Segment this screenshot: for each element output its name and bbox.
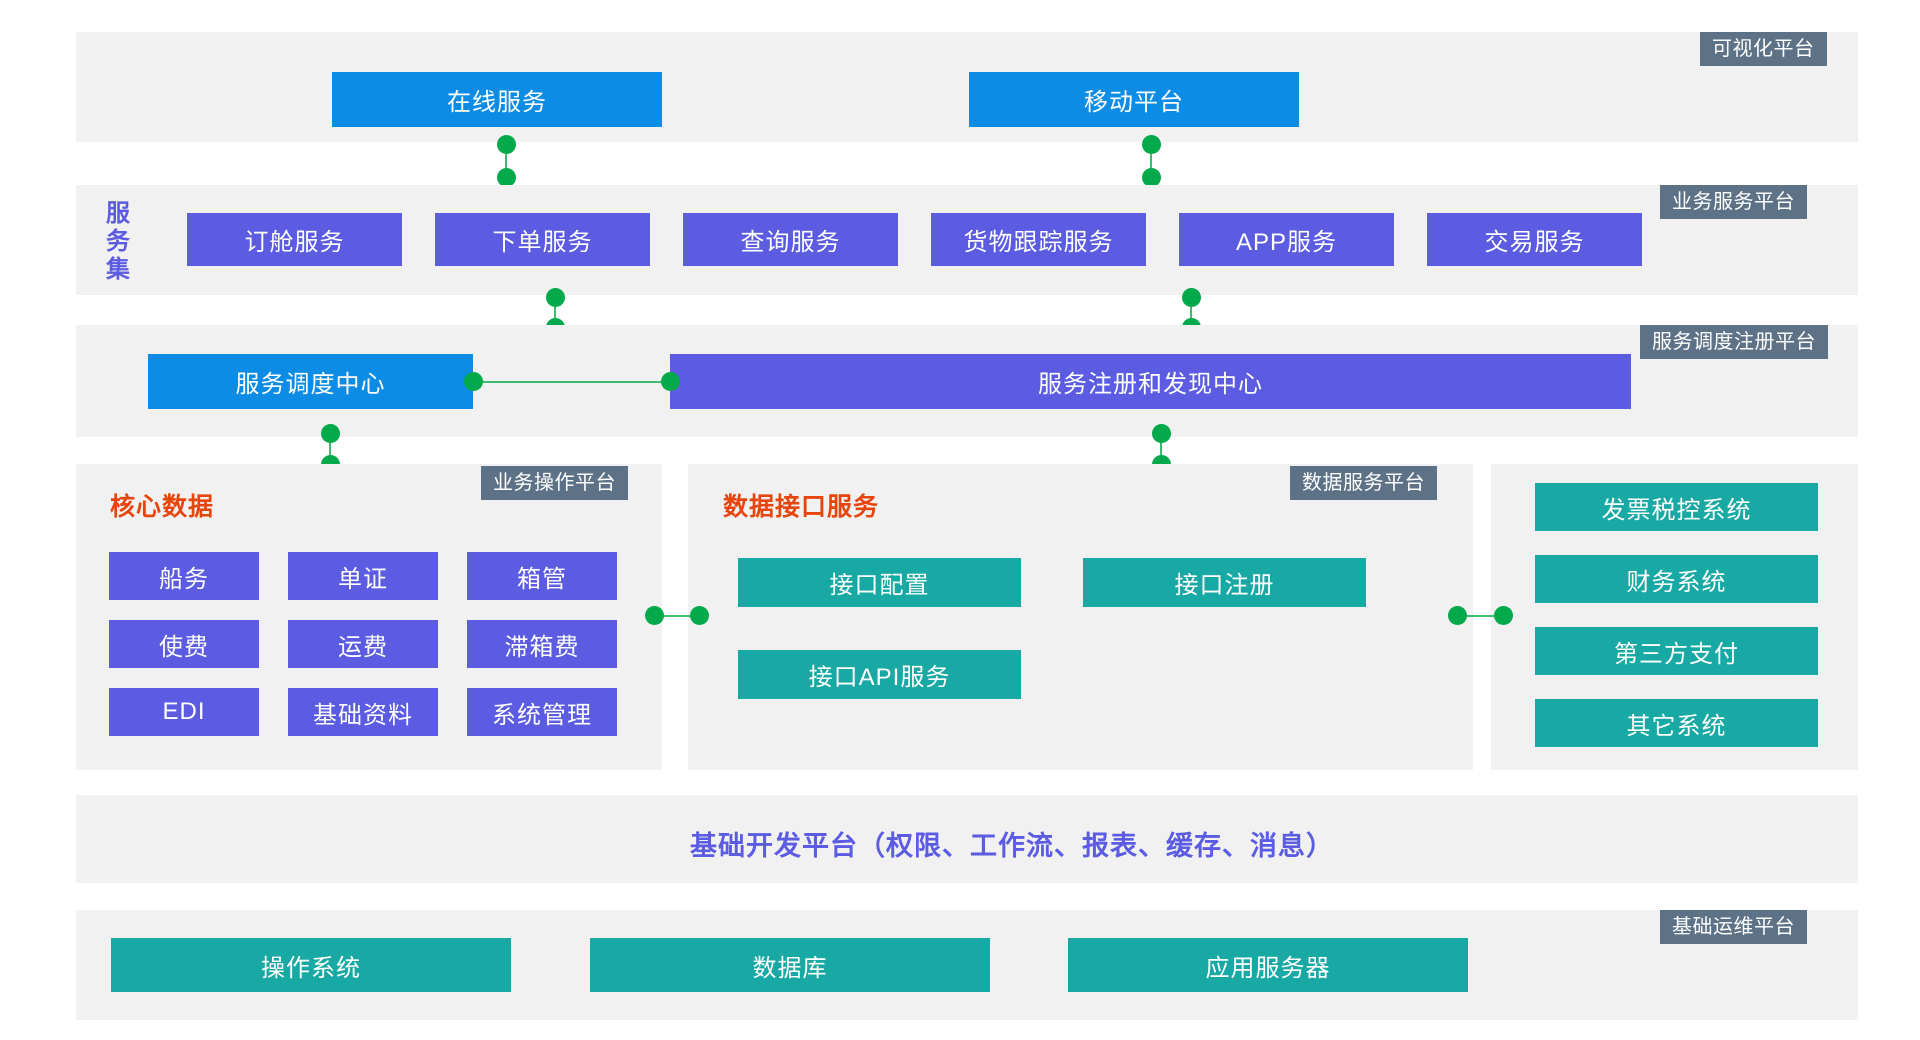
connector-line-data-to-external	[1457, 615, 1502, 617]
service-registry-platform-tag: 服务调度注册平台	[1640, 325, 1828, 359]
connector-dot-dispatch-down-top	[321, 424, 340, 443]
connector-line-dispatch-down	[329, 435, 331, 470]
database-box[interactable]: 数据库	[590, 938, 990, 992]
service-registry-discovery-center-box[interactable]: 服务注册和发现中心	[670, 354, 1631, 409]
connector-dot-registry-left	[661, 372, 680, 391]
visualization-platform-tag: 可视化平台	[1700, 32, 1827, 66]
data-service-panel	[688, 464, 1473, 770]
connector-line-app-service	[1190, 293, 1192, 333]
service-dispatch-center-box[interactable]: 服务调度中心	[148, 354, 473, 409]
data-interface-service-heading: 数据接口服务	[723, 493, 880, 521]
connector-dot-mobile-platform-bottom	[1142, 168, 1161, 187]
connector-dot-data-left	[690, 606, 709, 625]
connector-dot-dispatch-right	[464, 372, 483, 391]
dev-platform-label: 基础开发平台（权限、工作流、报表、缓存、消息）	[690, 831, 1334, 861]
connector-dot-data-right	[1448, 606, 1467, 625]
interface-registration-box[interactable]: 接口注册	[1083, 558, 1366, 607]
connector-line-registry-down	[1160, 435, 1162, 470]
application-server-box[interactable]: 应用服务器	[1068, 938, 1468, 992]
trade-service-box[interactable]: 交易服务	[1427, 213, 1642, 266]
connector-dot-external-left	[1494, 606, 1513, 625]
booking-service-box[interactable]: 订舱服务	[187, 213, 402, 266]
system-management-box[interactable]: 系统管理	[467, 688, 617, 736]
connector-line-dispatch-to-registry	[473, 381, 670, 383]
connector-dot-mobile-platform-top	[1142, 135, 1161, 154]
connector-line-mobile-platform	[1150, 140, 1152, 186]
interface-api-service-box[interactable]: 接口API服务	[738, 650, 1021, 699]
operating-system-box[interactable]: 操作系统	[111, 938, 511, 992]
connector-dot-online-service-top	[497, 135, 516, 154]
interface-config-box[interactable]: 接口配置	[738, 558, 1021, 607]
business-operation-platform-tag: 业务操作平台	[481, 466, 628, 500]
connector-dot-online-service-bottom	[497, 168, 516, 187]
dev-platform-band	[76, 795, 1858, 883]
connector-dot-registry-down-top	[1152, 424, 1171, 443]
core-data-heading: 核心数据	[110, 493, 215, 521]
order-service-box[interactable]: 下单服务	[435, 213, 650, 266]
invoice-tax-system-box[interactable]: 发票税控系统	[1535, 483, 1818, 531]
online-service-box[interactable]: 在线服务	[332, 72, 662, 127]
connector-dot-order-service-top	[546, 288, 565, 307]
app-service-box[interactable]: APP服务	[1179, 213, 1394, 266]
demurrage-fee-box[interactable]: 滞箱费	[467, 620, 617, 668]
data-service-platform-tag: 数据服务平台	[1290, 466, 1437, 500]
shipping-affairs-box[interactable]: 船务	[109, 552, 259, 600]
other-system-box[interactable]: 其它系统	[1535, 699, 1818, 747]
finance-system-box[interactable]: 财务系统	[1535, 555, 1818, 603]
connector-dot-app-service-top	[1182, 288, 1201, 307]
documents-box[interactable]: 单证	[288, 552, 438, 600]
usage-fee-box[interactable]: 使费	[109, 620, 259, 668]
query-service-box[interactable]: 查询服务	[683, 213, 898, 266]
basic-data-box[interactable]: 基础资料	[288, 688, 438, 736]
business-service-platform-tag: 业务服务平台	[1660, 185, 1807, 219]
edi-box[interactable]: EDI	[109, 688, 259, 736]
freight-fee-box[interactable]: 运费	[288, 620, 438, 668]
connector-line-operation-to-data	[653, 615, 698, 617]
connector-dot-operation-right	[645, 606, 664, 625]
third-party-payment-box[interactable]: 第三方支付	[1535, 627, 1818, 675]
service-set-label: 服务集	[106, 200, 130, 283]
cargo-tracking-service-box[interactable]: 货物跟踪服务	[931, 213, 1146, 266]
container-management-box[interactable]: 箱管	[467, 552, 617, 600]
mobile-platform-box[interactable]: 移动平台	[969, 72, 1299, 127]
infrastructure-platform-tag: 基础运维平台	[1660, 910, 1807, 944]
connector-line-online-service	[505, 140, 507, 186]
connector-line-order-service	[554, 293, 556, 333]
